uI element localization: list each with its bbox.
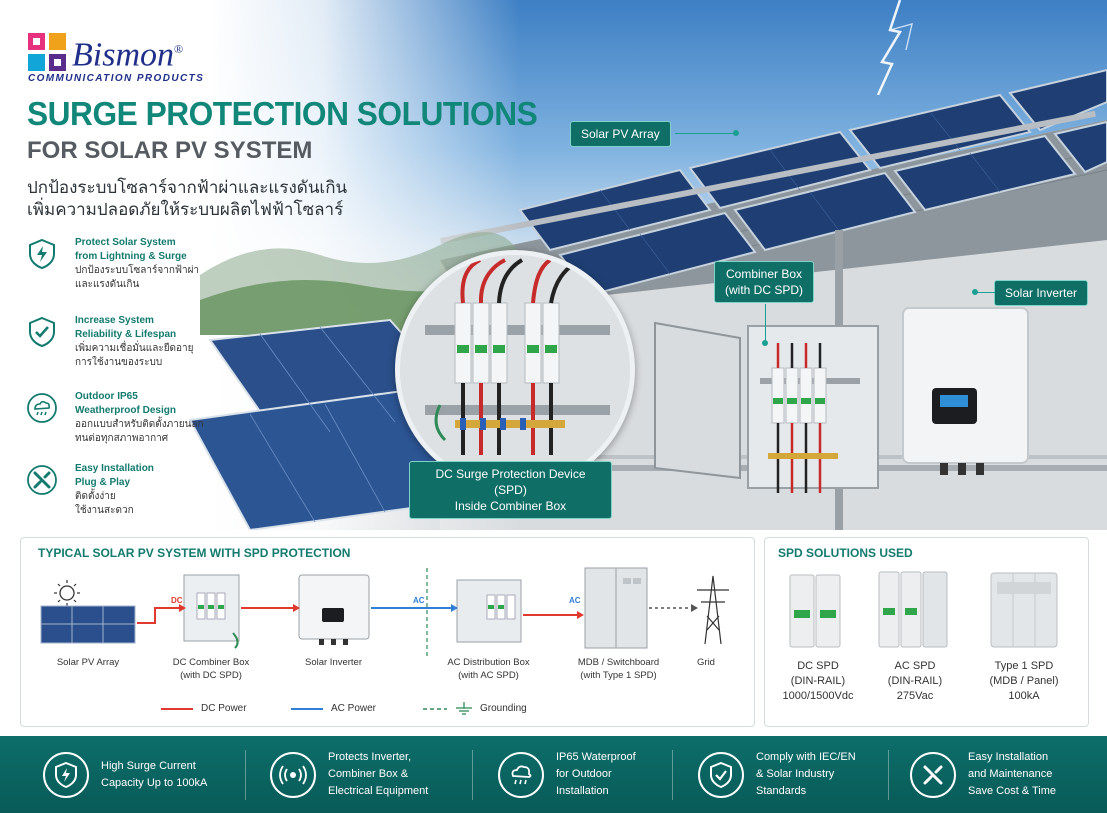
cloud-rain-icon [498,751,544,798]
spd-panel-title: SPD SOLUTIONS USED [778,546,913,560]
mdb-switchboard-icon [584,567,648,649]
tools-icon [27,465,57,495]
shield-check-icon [698,751,744,798]
ac-distribution-box-icon [456,579,522,643]
logo-mark-icon [28,33,66,72]
sun-icon [54,580,80,606]
system-flow-diagram [40,567,729,715]
shield-lightning-icon [29,238,55,270]
pv-array-icon [40,605,136,644]
lightning-bolt [876,0,913,95]
dc-spd-product [789,574,841,648]
spd-solutions-panel: SPD SOLUTIONS USED DC SPD(DIN-RAIL)1000/… [764,537,1089,727]
brand-logo: Bismon® [28,32,183,72]
cloud-rain-icon [27,393,57,423]
node-label-ac-box: AC Distribution Box(with AC SPD) [447,657,530,681]
node-label-combiner: DC Combiner Box(with DC SPD) [172,657,250,681]
shield-check-icon [29,316,55,348]
callout-leader [765,304,766,344]
callout-pv-array: Solar PV Array [570,121,671,147]
node-label-mdb: MDB / Switchboard(with Type 1 SPD) [577,657,660,681]
dc-tag: DC [171,596,183,605]
spd-label-dc: DC SPD(DIN-RAIL)1000/1500Vdc [782,660,854,702]
spd-label-type1: Type 1 SPD(MDB / Panel)100kA [989,660,1059,702]
type1-spd-product [990,572,1058,648]
signal-waves-icon [270,751,316,798]
shield-lightning-icon [43,751,89,798]
thai-headline-1: ปกป้องระบบโซลาร์จากฟ้าผ่าและแรงดันเกิน [27,178,348,197]
dc-link-1 [137,607,179,624]
node-label-inverter: Solar Inverter [304,657,363,668]
brand-name: Bismon® [72,36,184,74]
closeup-spd-modules [400,255,630,485]
ac-spd-product [878,571,948,648]
callout-combiner-box: Combiner Box(with DC SPD) [714,261,815,303]
node-label-pv-array: Solar PV Array [56,657,120,668]
node-label-grid: Grid [697,657,715,668]
solar-inverter-unit [902,307,1029,475]
callout-leader [675,133,735,134]
divider [472,750,473,800]
combiner-box-closeup [395,250,635,490]
legend-ac-label: AC Power [331,703,377,714]
transmission-tower-icon [697,575,729,645]
divider [888,750,889,800]
combiner-box-open [654,321,879,493]
legend-dc-label: DC Power [201,703,247,714]
callout-solar-inverter: Solar Inverter [994,280,1089,306]
dc-combiner-box-icon [183,574,240,649]
hero-banner: Bismon® COMMUNICATION PRODUCTS SURGE PRO… [0,0,1107,530]
ground-symbol-icon [456,702,472,715]
page-subtitle: FOR SOLAR PV SYSTEM [27,137,313,164]
callout-dot [972,289,978,295]
diagram-title: TYPICAL SOLAR PV SYSTEM WITH SPD PROTECT… [38,546,351,560]
callout-dot [762,340,768,346]
spd-label-ac: AC SPD(DIN-RAIL)275Vac [887,660,943,702]
callout-dot [733,130,739,136]
divider [245,750,246,800]
tools-icon [910,751,956,798]
callout-dc-spd: DC Surge Protection Device (SPD)Inside C… [409,461,612,519]
legend-ground-label: Grounding [480,703,527,714]
brand-tagline: COMMUNICATION PRODUCTS [28,73,205,84]
callout-leader [975,292,995,293]
thai-headline-2: เพิ่มความปลอดภัยให้ระบบผลิตไฟฟ้าโซลาร์ [27,200,344,219]
inverter-icon [298,574,370,645]
ac-tag: AC [569,596,581,605]
spd-product-images [789,571,1058,648]
page-title: SURGE PROTECTION SOLUTIONS [27,95,538,132]
ac-tag: AC [413,596,425,605]
benefit-item: Protects Inverter,Combiner Box &Electric… [270,736,428,813]
system-diagram-panel: TYPICAL SOLAR PV SYSTEM WITH SPD PROTECT… [20,537,755,727]
divider [672,750,673,800]
